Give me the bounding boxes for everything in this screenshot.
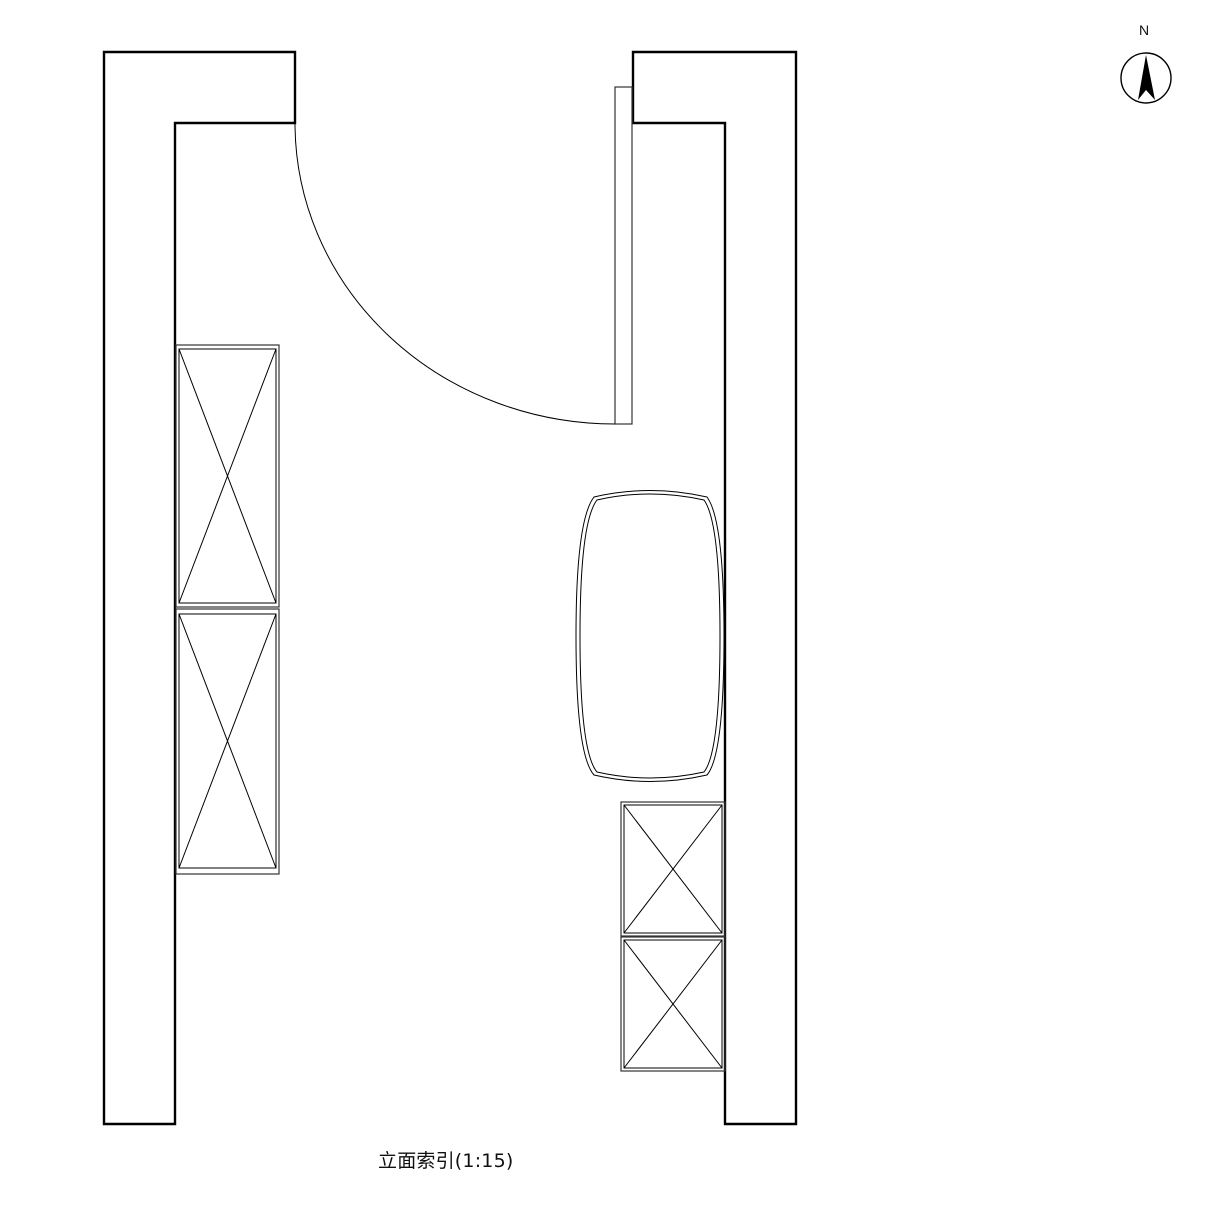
right-cabinet-1: [620, 801, 726, 937]
left-cabinet-1: [175, 344, 280, 608]
table: [575, 490, 725, 782]
right-cabinet-2: [620, 936, 726, 1072]
north-label: N: [1139, 22, 1150, 38]
north-arrow-icon: [1120, 52, 1172, 104]
left-cabinet-2: [175, 608, 280, 875]
door-swing-arc: [294, 122, 616, 425]
right-wall: [631, 50, 798, 1126]
drawing-caption: 立面索引(1:15): [378, 1150, 514, 1172]
left-wall: [102, 50, 297, 1126]
door-leaf: [614, 86, 633, 425]
